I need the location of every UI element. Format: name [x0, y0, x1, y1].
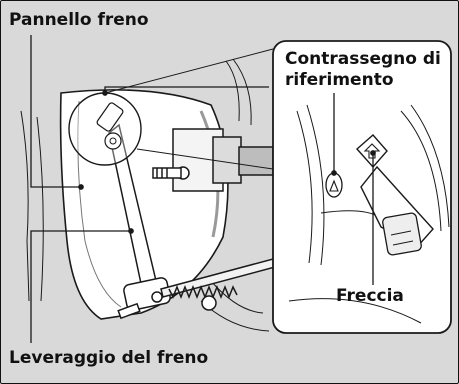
- axle-block: [212, 136, 242, 184]
- linkage-nut: [201, 295, 217, 311]
- label-brake-panel: Pannello freno: [9, 10, 149, 30]
- linkage-yoke-pin: [151, 291, 163, 303]
- axle-shaft: [238, 146, 274, 176]
- linkage-spring: [168, 284, 238, 300]
- leader-lines: [30, 35, 376, 343]
- panel-leader: [30, 35, 81, 188]
- label-reference-mark-line1: Contrassegno di: [285, 49, 441, 69]
- zoom-connector: [104, 48, 274, 170]
- reference-triangle: [329, 179, 339, 192]
- lever-leader: [30, 230, 131, 343]
- lever-nut: [382, 212, 422, 256]
- zoom-circle: [68, 92, 142, 166]
- label-brake-linkage: Leveraggio del freno: [9, 348, 209, 368]
- brake-panel-rim: [77, 100, 122, 308]
- reference-mark: [325, 172, 343, 198]
- label-reference-mark-line2: riferimento: [285, 70, 394, 90]
- arrow-symbol: [363, 143, 381, 159]
- label-arrow: Freccia: [336, 286, 404, 306]
- axle-housing: [152, 128, 274, 192]
- linkage-bolt: [117, 302, 141, 320]
